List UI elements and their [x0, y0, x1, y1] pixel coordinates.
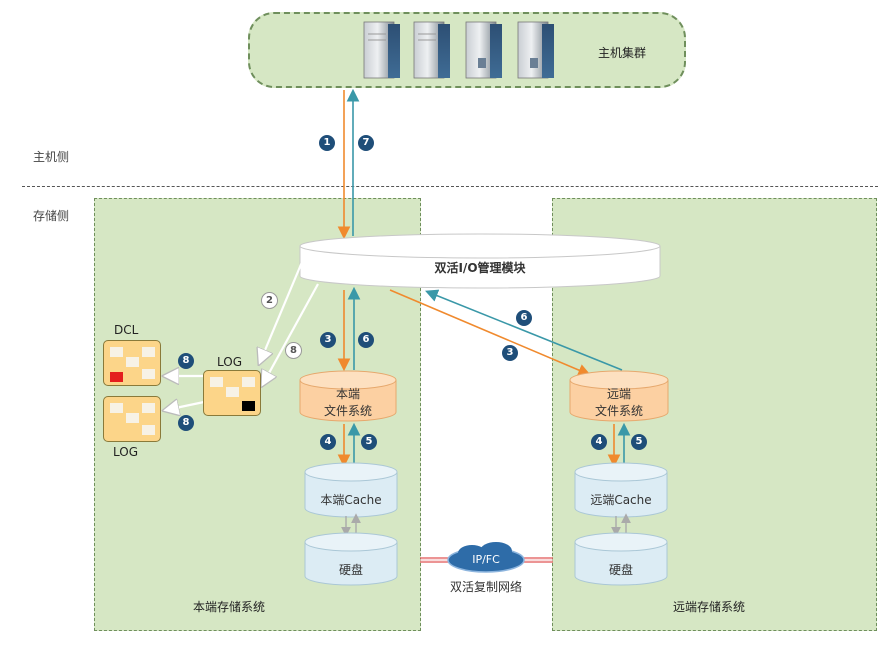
remote-fs-label-line2: 文件系统	[594, 404, 643, 418]
remote-cache-label: 远端Cache	[590, 493, 652, 507]
arrow-module-to-log-2	[260, 261, 304, 362]
cloud-label: IP/FC	[472, 553, 500, 566]
io-module-cylinder	[299, 233, 661, 289]
step-8-badge-dcl: 8	[178, 353, 194, 369]
remote-disk-label: 硬盘	[608, 563, 633, 577]
local-cache-label: 本端Cache	[320, 493, 382, 507]
log-center-label: LOG	[217, 355, 243, 369]
local-disk-label: 硬盘	[338, 563, 363, 577]
remote-fs-cylinder	[569, 370, 669, 422]
side-divider	[22, 186, 878, 187]
step-1-badge: 1	[319, 135, 335, 151]
step-3-badge-remote: 3	[502, 345, 518, 361]
log-written-block	[242, 401, 255, 411]
step-8-badge-top: 8	[285, 342, 302, 359]
remote-fs-label-line1: 远端	[606, 387, 631, 401]
log-bottom-label: LOG	[113, 445, 139, 459]
network-label: 双活复制网络	[449, 580, 522, 594]
host-side-label: 主机侧	[33, 150, 70, 164]
step-7-badge: 7	[358, 135, 374, 151]
io-module-label: 双活I/O管理模块	[434, 261, 526, 275]
arrow-remote-fs-to-module	[425, 289, 623, 371]
remote-system-label: 远端存储系统	[673, 600, 746, 614]
local-cache-cylinder	[304, 462, 398, 518]
step-8-badge-log: 8	[178, 415, 194, 431]
arrow-module-to-log-8	[263, 283, 319, 384]
remote-cache-cylinder	[574, 462, 668, 518]
step-6-badge-remote: 6	[516, 310, 532, 326]
step-4-badge-remote: 4	[591, 434, 607, 450]
step-4-badge-local: 4	[320, 434, 336, 450]
remote-disk-cylinder	[574, 532, 668, 586]
server-icon	[363, 21, 400, 79]
arrow-log-to-log	[166, 402, 205, 410]
server-icon	[517, 21, 554, 79]
local-fs-cylinder	[299, 370, 397, 422]
dcl-tile	[103, 340, 161, 386]
local-fs-label-line2: 文件系统	[323, 404, 372, 418]
step-2-badge: 2	[261, 292, 278, 309]
step-5-badge-remote: 5	[631, 434, 647, 450]
step-6-badge-local: 6	[358, 332, 374, 348]
local-fs-label-line1: 本端	[335, 387, 360, 401]
log-center-tile	[203, 370, 261, 416]
arrow-module-to-remote-fs	[389, 289, 591, 377]
network-cloud-icon	[447, 542, 525, 573]
dcl-dirty-block	[110, 372, 123, 382]
host-cluster-label: 主机集群	[598, 46, 647, 60]
server-icon	[465, 21, 502, 79]
local-system-label: 本端存储系统	[193, 600, 266, 614]
server-icon	[413, 21, 450, 79]
local-disk-cylinder	[304, 532, 398, 586]
step-5-badge-local: 5	[361, 434, 377, 450]
step-3-badge-local: 3	[320, 332, 336, 348]
log-bottom-tile	[103, 396, 161, 442]
storage-side-label: 存储侧	[33, 209, 70, 223]
dcl-label: DCL	[114, 323, 139, 337]
